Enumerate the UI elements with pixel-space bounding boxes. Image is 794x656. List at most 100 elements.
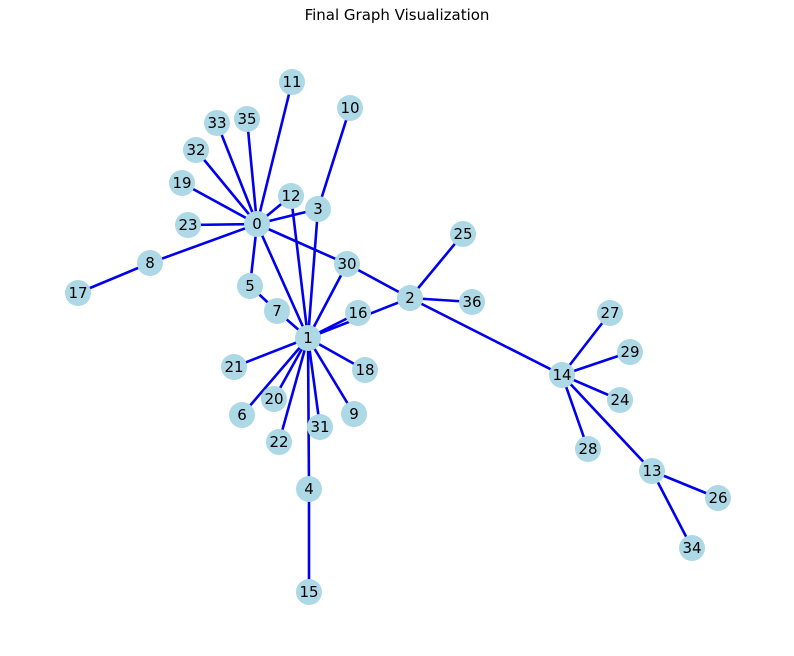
node-circle <box>296 579 322 605</box>
node-layer: 0123456789101112131415161718192021222324… <box>65 69 731 605</box>
node-6: 6 <box>229 402 255 428</box>
node-circle <box>617 339 643 365</box>
node-label: 19 <box>172 174 191 192</box>
edge-14-27 <box>560 312 612 376</box>
node-31: 31 <box>307 414 333 440</box>
edge-30-1 <box>306 263 349 339</box>
node-17: 17 <box>65 280 91 306</box>
node-label: 6 <box>237 406 247 424</box>
node-30: 30 <box>334 251 360 277</box>
node-label: 16 <box>348 304 367 322</box>
node-circle <box>345 300 371 326</box>
node-20: 20 <box>261 386 287 412</box>
node-label: 8 <box>145 254 155 272</box>
node-circle <box>295 325 321 351</box>
node-label: 25 <box>453 225 472 243</box>
node-label: 22 <box>269 433 288 451</box>
node-12: 12 <box>278 183 304 209</box>
edge-3-10 <box>316 107 352 210</box>
node-label: 3 <box>313 200 323 218</box>
node-label: 29 <box>620 343 639 361</box>
node-circle <box>575 436 601 462</box>
node-label: 20 <box>264 390 283 408</box>
node-28: 28 <box>575 436 601 462</box>
node-9: 9 <box>341 401 367 427</box>
node-label: 9 <box>349 405 359 423</box>
node-3: 3 <box>305 196 331 222</box>
node-label: 14 <box>552 366 571 384</box>
edge-14-28 <box>560 374 590 450</box>
node-23: 23 <box>175 212 201 238</box>
node-circle <box>279 69 305 95</box>
edge-0-8 <box>149 222 258 265</box>
node-label: 30 <box>337 255 356 273</box>
edge-13-34 <box>650 470 694 549</box>
node-label: 32 <box>186 141 205 159</box>
node-label: 17 <box>68 284 87 302</box>
edge-1-31 <box>306 337 322 428</box>
node-circle <box>296 476 322 502</box>
node-label: 23 <box>178 216 197 234</box>
node-circle <box>397 285 423 311</box>
node-circle <box>204 110 230 136</box>
node-26: 26 <box>705 485 731 511</box>
node-circle <box>305 196 331 222</box>
node-10: 10 <box>337 95 363 121</box>
node-16: 16 <box>345 300 371 326</box>
node-13: 13 <box>639 458 665 484</box>
edge-layer <box>77 81 719 592</box>
node-34: 34 <box>679 535 705 561</box>
edge-0-35 <box>245 118 259 225</box>
node-5: 5 <box>237 273 263 299</box>
edge-1-6 <box>241 337 309 416</box>
edge-1-22 <box>277 337 310 443</box>
node-29: 29 <box>617 339 643 365</box>
node-21: 21 <box>221 354 247 380</box>
node-circle <box>261 386 287 412</box>
node-label: 13 <box>642 462 661 480</box>
node-27: 27 <box>597 300 623 326</box>
node-18: 18 <box>352 357 378 383</box>
node-35: 35 <box>234 106 260 132</box>
edge-1-9 <box>306 337 356 415</box>
node-circle <box>307 414 333 440</box>
node-label: 11 <box>282 73 301 91</box>
node-label: 31 <box>310 418 329 436</box>
edge-0-1 <box>255 223 310 339</box>
node-7: 7 <box>264 298 290 324</box>
node-circle <box>244 211 270 237</box>
node-label: 12 <box>281 187 300 205</box>
node-25: 25 <box>450 221 476 247</box>
node-circle <box>65 280 91 306</box>
node-circle <box>169 170 195 196</box>
node-circle <box>266 429 292 455</box>
node-circle <box>549 362 575 388</box>
node-8: 8 <box>137 250 163 276</box>
node-circle <box>639 458 665 484</box>
node-label: 36 <box>462 293 481 311</box>
node-label: 7 <box>272 302 282 320</box>
node-14: 14 <box>549 362 575 388</box>
node-circle <box>175 212 201 238</box>
node-label: 18 <box>355 361 374 379</box>
edge-0-32 <box>194 149 259 225</box>
node-label: 26 <box>708 489 727 507</box>
node-2: 2 <box>397 285 423 311</box>
node-11: 11 <box>279 69 305 95</box>
node-label: 10 <box>340 99 359 117</box>
node-22: 22 <box>266 429 292 455</box>
node-label: 34 <box>682 539 701 557</box>
node-circle <box>183 137 209 163</box>
edge-2-14 <box>409 296 563 377</box>
edge-0-30 <box>256 222 348 266</box>
edge-1-4 <box>306 337 311 490</box>
node-label: 35 <box>237 110 256 128</box>
node-label: 4 <box>304 480 314 498</box>
node-33: 33 <box>204 110 230 136</box>
node-circle <box>705 485 731 511</box>
node-label: 2 <box>405 289 415 307</box>
node-label: 27 <box>600 304 619 322</box>
node-circle <box>352 357 378 383</box>
node-36: 36 <box>459 289 485 315</box>
